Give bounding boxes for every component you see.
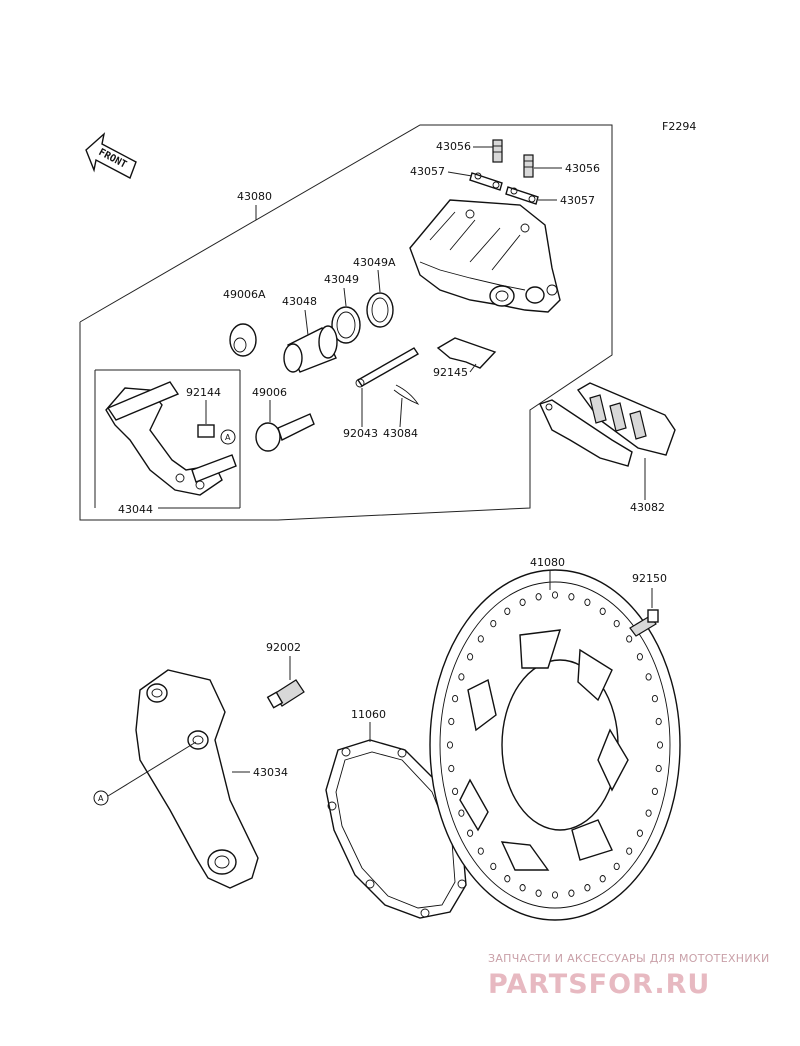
bleeder-cap-43057-a [469,172,503,191]
disc-hole [655,717,662,726]
disc-hole [584,884,591,892]
disc-hole [626,847,633,855]
disc-hole [467,653,474,661]
label-92043: 92043 [343,427,378,440]
disc-hole [568,593,575,601]
watermark-brand: PARTSFOR.RU [488,969,710,1000]
label-43057-a: 43057 [410,165,445,178]
ref-marker-a-lower: A [93,790,109,806]
disc-hole [504,875,511,883]
disc-hole [490,619,497,628]
caliper-bracket-43044 [105,381,237,496]
disc-hole [458,673,465,681]
front-arrow-icon: FRONT [85,132,137,179]
disc-hole [477,635,484,643]
label-92150: 92150 [632,572,667,585]
disc-hole [467,829,474,837]
disc-hole [599,607,606,615]
label-43080: 43080 [237,190,272,203]
caliper-body [409,199,561,313]
bleeder-valve-43056-a [492,139,503,163]
disc-hole [613,619,620,628]
disc-hole [599,875,606,883]
label-43048: 43048 [282,295,317,308]
seal-43049 [331,306,361,344]
disc-hole [519,884,526,892]
disc-hole [551,891,559,899]
boot-49006 [255,413,315,452]
disc-hole [613,862,620,871]
disc-hole [656,741,664,749]
label-43049A: 43049A [353,256,396,269]
disc-hole [490,862,497,871]
label-92145: 92145 [433,366,468,379]
bolt-92150 [629,609,659,637]
brake-disc-41080 [429,569,681,921]
disc-hole [535,889,542,897]
disc-hole [584,598,591,606]
label-43044: 43044 [118,503,153,516]
label-43057-b: 43057 [560,194,595,207]
disc-hole [651,787,658,796]
caliper-mount-43034 [135,669,259,889]
label-11060: 11060 [351,708,386,721]
pad-pin-92043 [355,347,419,388]
gasket-11060 [325,739,467,919]
seal-43049A [366,292,394,328]
disc-hole [458,809,465,817]
disc-hole [535,593,542,601]
label-92002: 92002 [266,641,301,654]
disc-hole [636,829,643,837]
disc-hole [651,694,658,703]
disc-hole [645,809,652,817]
bolt-92144 [197,424,215,438]
label-43056-a: 43056 [436,140,471,153]
diagram-code: F2294 [662,120,696,133]
disc-hole [551,591,559,599]
pin-clip-43084 [393,384,420,406]
svg-text:A: A [98,794,104,803]
disc-hole [448,764,455,773]
pad-spring-92145 [436,337,497,369]
disc-hole [626,635,633,643]
caliper-assembly-box [79,124,613,521]
ref-marker-a-upper: A [220,429,236,445]
bolt-92002 [266,679,305,709]
label-92144: 92144 [186,386,221,399]
svg-text:A: A [225,433,231,442]
disc-hole [655,764,662,773]
label-43049: 43049 [324,273,359,286]
disc-hole [568,889,575,897]
disc-hole [645,673,652,681]
label-43082: 43082 [630,501,665,514]
disc-hole [452,787,459,796]
label-43084: 43084 [383,427,418,440]
disc-hole [477,847,484,855]
watermark: ЗАПЧАСТИ И АКСЕССУАРЫ ДЛЯ МОТОТЕХНИКИ PA… [488,952,770,1000]
label-43056-b: 43056 [565,162,600,175]
piston-43048 [283,325,338,373]
label-49006A: 49006A [223,288,266,301]
disc-hole [504,607,511,615]
watermark-tagline: ЗАПЧАСТИ И АКСЕССУАРЫ ДЛЯ МОТОТЕХНИКИ [488,952,770,965]
bleeder-valve-43056-b [523,154,534,178]
brake-pad-43082 [539,382,676,467]
disc-hole [636,653,643,661]
disc-hole [452,694,459,703]
disc-hole [519,598,526,606]
label-41080: 41080 [530,556,565,569]
label-49006: 49006 [252,386,287,399]
bleeder-cap-43057-b [505,186,539,205]
label-43034: 43034 [253,766,288,779]
boot-49006A [229,323,257,357]
part-labels: 43056 43056 43057 43057 43080 43049A 430… [94,140,667,797]
disc-hole [446,741,454,749]
disc-hole [448,717,455,726]
